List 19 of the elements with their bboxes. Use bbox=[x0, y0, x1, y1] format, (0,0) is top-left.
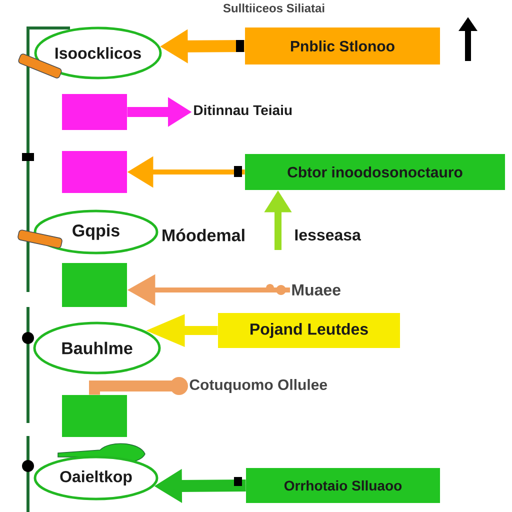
oval-label: Gqpis bbox=[34, 210, 158, 254]
text-label: Cotuquomo Ollulee bbox=[190, 379, 328, 393]
title: Sulltiiceos Siliatai bbox=[223, 4, 324, 12]
oval-label: Bauhlme bbox=[33, 322, 161, 374]
label-box: Orrhotaio Slluaoo bbox=[246, 468, 440, 503]
block bbox=[62, 94, 127, 130]
label-box: Pojand Leutdes bbox=[218, 313, 400, 348]
block bbox=[62, 263, 127, 307]
oval-label: Isoocklicos bbox=[34, 26, 162, 80]
label-box: Pnblic Stlonoo bbox=[245, 28, 440, 64]
side-text: Móodemal bbox=[162, 228, 244, 242]
text-label: Iesseasa bbox=[295, 229, 362, 241]
block bbox=[62, 395, 127, 437]
oval-label: Oaieltkop bbox=[34, 456, 158, 500]
block bbox=[62, 151, 127, 193]
arrow bbox=[89, 377, 188, 395]
label-box: Cbtor inoodosonoctauro bbox=[245, 154, 505, 190]
text-label: Muaee bbox=[292, 284, 340, 296]
text-label: Ditinnau Teiaiu bbox=[194, 104, 292, 116]
